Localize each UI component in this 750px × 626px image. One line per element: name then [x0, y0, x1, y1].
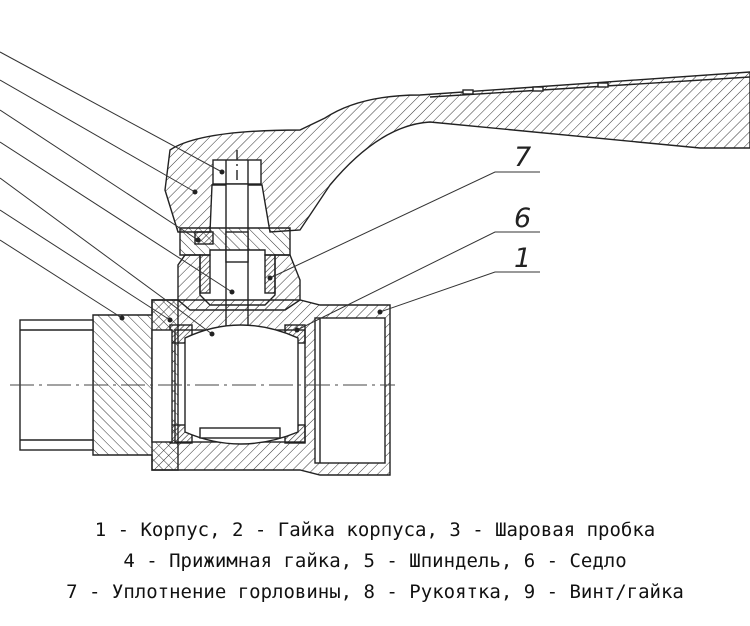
callout-7: 7: [514, 142, 531, 173]
callout-1: 1: [514, 243, 531, 274]
legend-line-1: 1 - Корпус, 2 - Гайка корпуса, 3 - Шаров…: [94, 519, 656, 541]
callout-6: 6: [514, 203, 531, 234]
legend-line-2: 4 - Прижимная гайка, 5 - Шпиндель, 6 - С…: [123, 550, 627, 572]
legend-line-3: 7 - Уплотнение горловины, 8 - Рукоятка, …: [66, 581, 684, 603]
parts-legend: 1 - Корпус, 2 - Гайка корпуса, 3 - Шаров…: [0, 515, 750, 608]
handle: [164, 71, 750, 233]
neck-seal: [264, 254, 276, 294]
ball-valve-cross-section: 7 6 1: [0, 51, 750, 476]
